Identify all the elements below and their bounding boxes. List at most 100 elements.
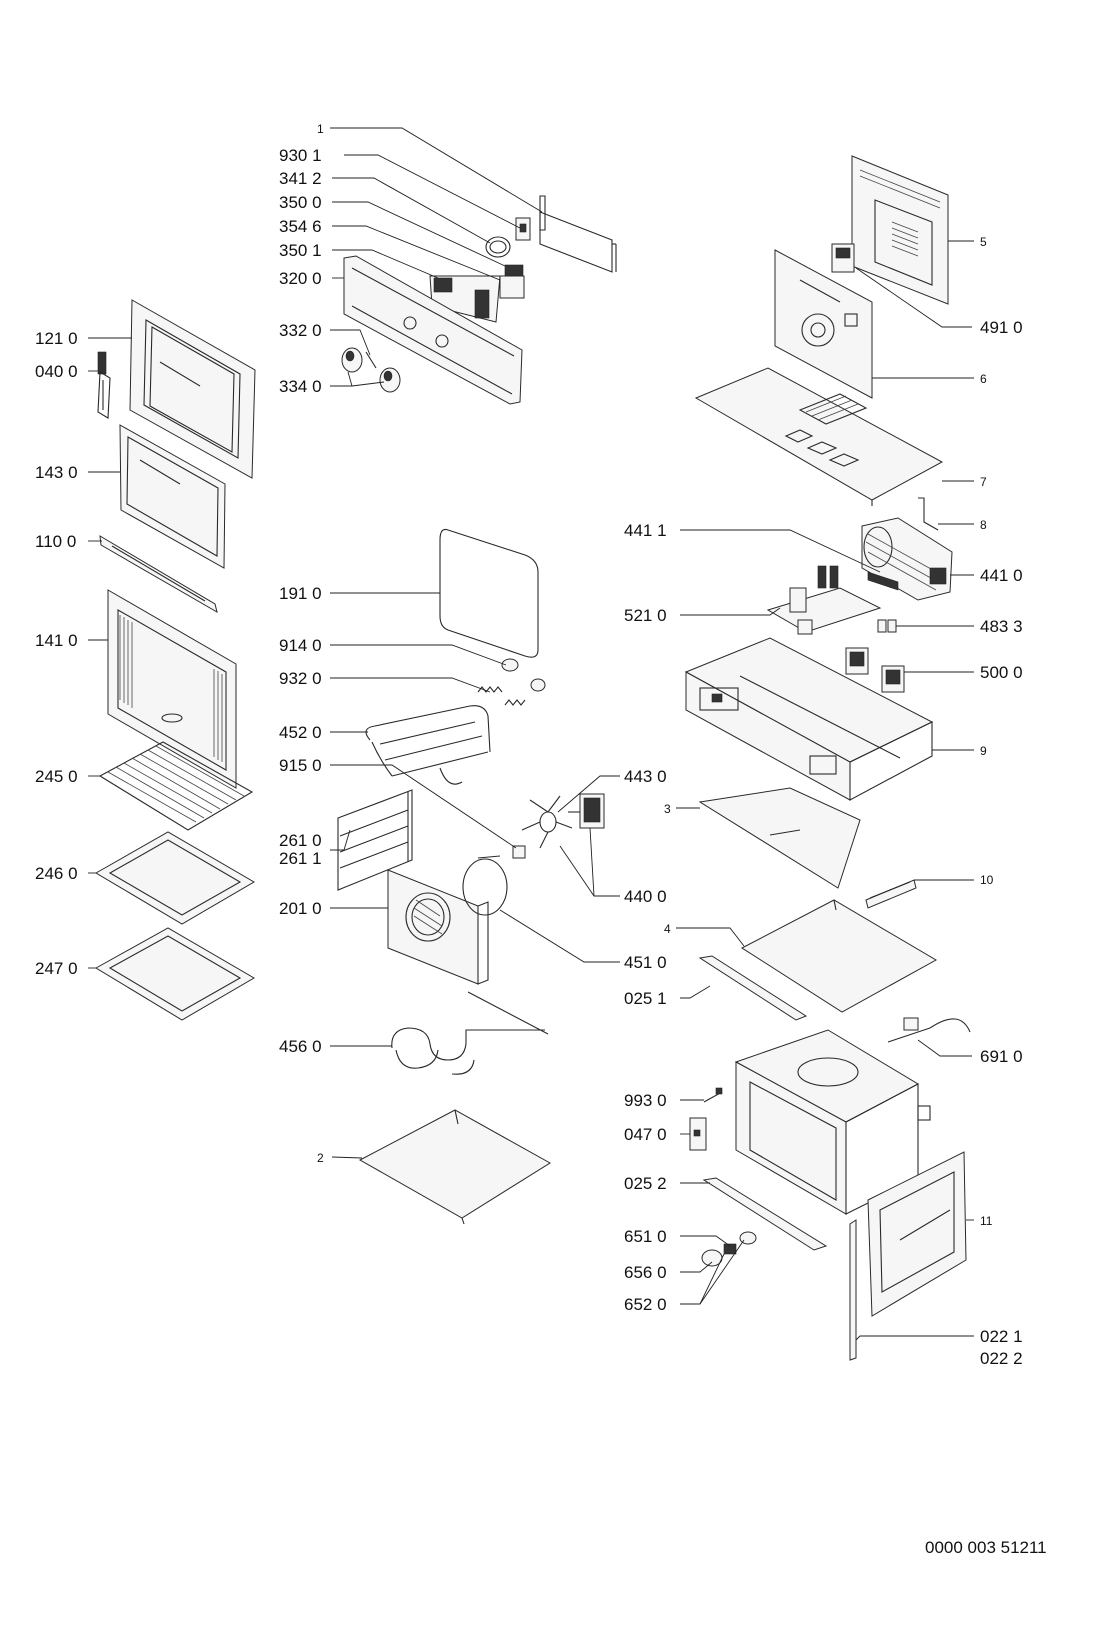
label-247-0: 247 0	[35, 959, 78, 978]
part-door-frame-121	[129, 299, 256, 479]
part-fan-cover-201	[387, 869, 489, 985]
label-8: 8	[980, 518, 987, 532]
label-441-0: 441 0	[980, 566, 1023, 585]
part-module-354	[499, 264, 525, 299]
part-ring-341	[485, 236, 511, 258]
label-521-0: 521 0	[624, 606, 667, 625]
part-relays-500	[845, 647, 905, 693]
label-022-1: 022 1	[980, 1327, 1023, 1346]
part-fan-nut-915	[512, 845, 526, 859]
part-top-cover-7	[694, 367, 944, 506]
part-sensor-691	[887, 1017, 971, 1043]
label-320-0: 320 0	[279, 269, 322, 288]
part-back-panel-5	[851, 155, 949, 305]
part-rail-025-2	[702, 1177, 828, 1251]
label-443-0: 443 0	[624, 767, 667, 786]
label-10: 10	[980, 873, 994, 887]
part-ring-element-451	[462, 855, 508, 916]
part-side-strip-022	[849, 1219, 857, 1361]
label-441-1: 441 1	[624, 521, 667, 540]
label-930-1: 930 1	[279, 146, 322, 165]
part-display-350	[429, 275, 501, 323]
part-outer-glass-141	[107, 589, 237, 789]
part-shelf-supports-261	[337, 789, 413, 891]
label-334-0: 334 0	[279, 377, 322, 396]
part-lamp-651-656-652	[701, 1231, 757, 1267]
part-rear-wall-6	[774, 249, 873, 399]
part-tray-247	[95, 927, 255, 1021]
label-914-0: 914 0	[279, 636, 322, 655]
label-440-0: 440 0	[624, 887, 667, 906]
part-control-board-521	[766, 565, 882, 635]
label-332-0: 332 0	[279, 321, 322, 340]
label-993-0: 993 0	[624, 1091, 667, 1110]
label-121-0: 121 0	[35, 329, 78, 348]
label-110-0: 110 0	[35, 532, 76, 551]
label-691-0: 691 0	[980, 1047, 1023, 1066]
label-3: 3	[664, 802, 671, 816]
part-labels: 1 930 1 341 2 350 0 354 6 350 1 320 0 33…	[35, 122, 1023, 1368]
label-143-0: 143 0	[35, 463, 78, 482]
label-040-0: 040 0	[35, 362, 78, 381]
part-panel-bracket-1	[539, 195, 617, 273]
part-switch-930	[515, 217, 531, 241]
label-341-2: 341 2	[279, 169, 322, 188]
label-483-3: 483 3	[980, 617, 1023, 636]
label-246-0: 246 0	[35, 864, 78, 883]
label-452-0: 452 0	[279, 723, 322, 742]
part-bracket-8	[918, 497, 939, 531]
label-261-1: 261 1	[279, 849, 322, 868]
document-number: 0000 003 51211	[925, 1538, 1047, 1557]
label-5: 5	[980, 235, 987, 249]
label-354-6: 354 6	[279, 217, 322, 236]
part-door-strip-110	[99, 535, 218, 614]
part-wire-rack-245	[98, 741, 254, 831]
label-350-1: 350 1	[279, 241, 322, 260]
part-bottom-element-456	[391, 991, 549, 1075]
part-connector-483	[877, 619, 897, 633]
part-hinge-040	[97, 351, 111, 419]
label-047-0: 047 0	[624, 1125, 667, 1144]
label-201-0: 201 0	[279, 899, 322, 918]
part-rail-025-1	[698, 955, 808, 1021]
part-cooling-fan-441	[861, 517, 953, 601]
label-2: 2	[317, 1151, 324, 1165]
part-grill-element-452	[365, 705, 491, 785]
label-932-0: 932 0	[279, 669, 322, 688]
leader-lines	[88, 127, 974, 1341]
label-141-0: 141 0	[35, 631, 78, 650]
label-11: 11	[980, 1214, 993, 1228]
label-191-0: 191 0	[279, 584, 322, 603]
part-tray-246	[95, 831, 255, 925]
part-bottom-plate-2	[358, 1109, 551, 1225]
part-transformer-491	[831, 243, 855, 273]
label-491-0: 491 0	[980, 318, 1023, 337]
part-knobs-332-334	[341, 347, 401, 393]
label-025-2: 025 2	[624, 1174, 667, 1193]
label-1: 1	[317, 122, 324, 136]
part-control-panel-320	[343, 255, 523, 405]
label-500-0: 500 0	[980, 663, 1023, 682]
part-support-10	[865, 879, 917, 909]
label-456-0: 456 0	[279, 1037, 322, 1056]
part-fan-motor-440	[568, 793, 605, 829]
label-245-0: 245 0	[35, 767, 78, 786]
part-front-frame-11	[867, 1151, 967, 1317]
part-fan-blade-443	[521, 795, 573, 849]
label-451-0: 451 0	[624, 953, 667, 972]
part-springs-932	[477, 686, 526, 706]
part-nuts-914	[501, 658, 546, 692]
label-261-0: 261 0	[279, 831, 322, 850]
label-022-2: 022 2	[980, 1349, 1023, 1368]
part-screw-993	[703, 1087, 723, 1103]
label-350-0: 350 0	[279, 193, 322, 212]
label-6: 6	[980, 372, 987, 386]
label-9: 9	[980, 744, 987, 758]
label-656-0: 656 0	[624, 1263, 667, 1282]
label-652-0: 652 0	[624, 1295, 667, 1314]
part-thermostat-441-1	[867, 571, 899, 591]
part-inner-glass-143	[119, 424, 226, 569]
label-4: 4	[664, 922, 671, 936]
label-915-0: 915 0	[279, 756, 322, 775]
